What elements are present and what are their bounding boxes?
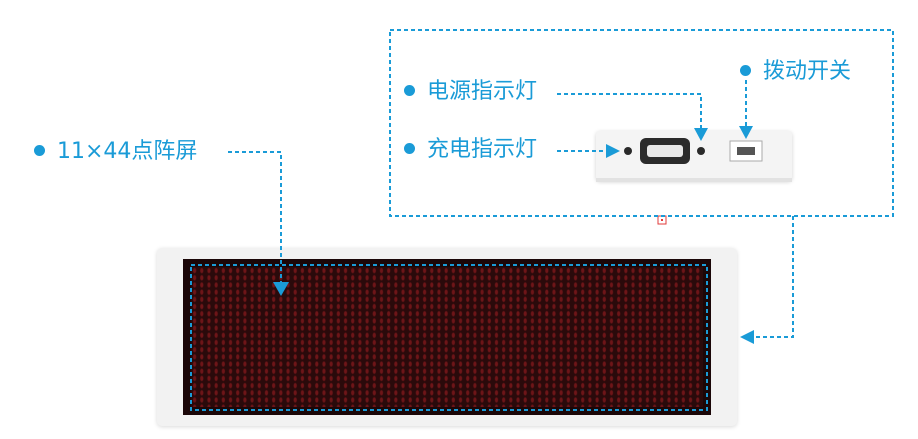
usb-port-inner [647, 145, 683, 157]
power-indicator-text: 电源指示灯 [427, 79, 538, 104]
toggle-switch-knob [737, 147, 755, 155]
toggle-switch-arrow [739, 126, 753, 139]
led-badge-device [157, 248, 737, 426]
zoom-connector-leader [756, 216, 794, 338]
power-indicator-label: 电源指示灯 [404, 81, 537, 103]
matrix-screen-leader [228, 151, 282, 282]
bullet-dot [404, 142, 415, 154]
charge-indicator-arrow [606, 144, 620, 158]
zoom-connector-arrow [740, 330, 754, 344]
matrix-screen-label: 11×44点阵屏 [34, 141, 197, 163]
bullet-dot [740, 64, 751, 76]
bullet-dot [34, 144, 45, 156]
bullet-dot [404, 84, 415, 96]
power-indicator-arrow [694, 128, 708, 141]
led-screen-frame [183, 259, 711, 415]
anchor-marker-center [661, 219, 663, 221]
screen-outline [190, 264, 708, 411]
matrix-screen-text: 11×44点阵屏 [57, 139, 198, 164]
charge-indicator-label: 充电指示灯 [404, 139, 537, 161]
toggle-switch-label: 拨动开关 [740, 61, 851, 83]
charge-indicator-led [624, 147, 632, 155]
charge-indicator-text: 充电指示灯 [427, 137, 538, 162]
matrix-screen-arrow [273, 282, 289, 296]
power-indicator-led [697, 147, 705, 155]
led-dot-matrix [191, 267, 703, 407]
toggle-switch-text: 拨动开关 [763, 59, 852, 84]
power-indicator-leader [557, 93, 702, 132]
side-panel-bottom-edge [596, 178, 792, 182]
zoom-box [389, 29, 894, 217]
